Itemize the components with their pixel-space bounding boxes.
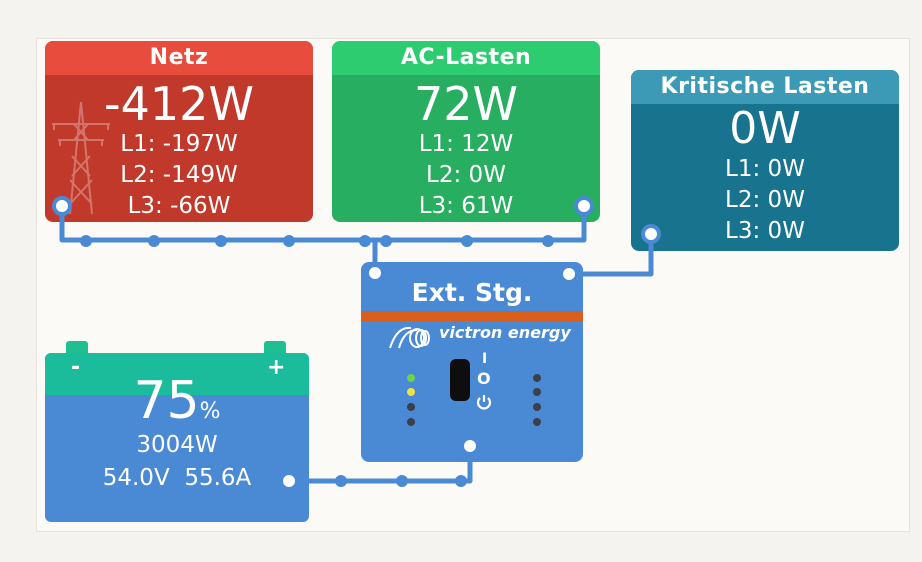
ac-loads-power: 72W [413, 77, 519, 131]
flow-dot [461, 235, 473, 247]
critical-loads-connector [641, 224, 661, 244]
led-right-4 [533, 418, 541, 426]
battery-soc-value: 75 [133, 371, 200, 431]
critical-loads-l2: L2: 0W [725, 187, 805, 213]
ac-loads-connector [574, 196, 594, 216]
inverter-switch[interactable] [450, 359, 470, 401]
critical-loads-power: 0W [729, 103, 801, 154]
battery-power: 3004W [136, 432, 218, 458]
led-absorption [407, 388, 415, 396]
flow-dot [455, 475, 467, 487]
grid-box[interactable]: Netz -412W L1: -197W L2: -149W L3: -66W [45, 41, 313, 222]
grid-l2: L2: -149W [120, 162, 238, 188]
flow-dot [380, 235, 392, 247]
led-right-1 [533, 374, 541, 382]
battery-connector [279, 471, 299, 491]
led-inverter [407, 418, 415, 426]
led-float [407, 403, 415, 411]
battery-soc-unit: % [199, 399, 221, 424]
power-pylon-icon [52, 101, 110, 215]
grid-connector [52, 196, 72, 216]
battery-voltage: 54.0V [102, 465, 170, 491]
power-icon [476, 395, 492, 410]
flow-dot [359, 235, 371, 247]
inverter-input-connector [365, 263, 385, 283]
led-mains-on [407, 374, 415, 382]
inverter-box[interactable]: Ext. Stg. victron energy I O [361, 262, 583, 462]
inverter-dc-connector [460, 436, 480, 456]
flow-dot [215, 235, 227, 247]
battery-positive-terminal [264, 341, 286, 355]
critical-loads-box[interactable]: Kritische Lasten 0W L1: 0W L2: 0W L3: 0W [631, 70, 899, 251]
battery-box[interactable]: - + 75% 3004W 54.0V 55.6A [45, 353, 309, 522]
victron-logo-icon [389, 326, 430, 349]
ac-loads-l1: L1: 12W [418, 131, 514, 157]
led-right-3 [533, 403, 541, 411]
flow-dot [396, 475, 408, 487]
critical-loads-title: Kritische Lasten [631, 70, 899, 104]
switch-on-label: I [482, 351, 488, 367]
led-right-2 [533, 388, 541, 396]
inverter-title: Ext. Stg. [411, 278, 533, 307]
flow-dot [80, 235, 92, 247]
battery-minus-label: - [71, 355, 81, 380]
wire-battery-inverter [289, 446, 473, 484]
grid-title: Netz [45, 41, 313, 75]
battery-voltage-current: 54.0V 55.6A [45, 465, 309, 491]
ac-loads-l3: L3: 61W [418, 193, 514, 219]
critical-loads-l1: L1: 0W [725, 156, 805, 182]
battery-negative-terminal [66, 341, 88, 355]
grid-l3: L3: -66W [127, 193, 231, 219]
battery-current: 55.6A [184, 465, 252, 491]
wire-grid-ac [59, 206, 587, 243]
switch-off-label: O [477, 369, 491, 388]
wire-inverter-critical [569, 234, 654, 277]
flow-dot [283, 235, 295, 247]
battery-plus-label: + [267, 355, 286, 380]
critical-loads-l3: L3: 0W [725, 218, 805, 244]
ac-loads-title: AC-Lasten [332, 41, 600, 75]
battery-soc: 75% [45, 373, 309, 440]
inverter-output-connector [559, 264, 579, 284]
grid-power: -412W [104, 77, 254, 131]
grid-l1: L1: -197W [120, 131, 238, 157]
flow-dot [335, 475, 347, 487]
inverter-brand: victron energy [439, 323, 571, 342]
ac-loads-box[interactable]: AC-Lasten 72W L1: 12W L2: 0W L3: 61W [332, 41, 600, 222]
ac-loads-l2: L2: 0W [426, 162, 506, 188]
flow-dot [148, 235, 160, 247]
inverter-stripe [361, 311, 583, 321]
battery-top: - + [45, 353, 309, 395]
flow-dot [542, 235, 554, 247]
